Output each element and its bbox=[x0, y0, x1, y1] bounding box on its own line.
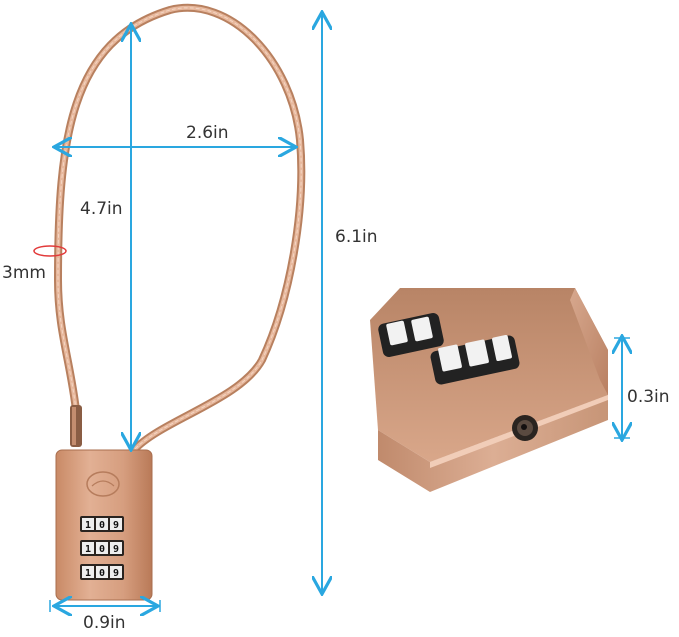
dial-digit: 0 bbox=[99, 568, 105, 579]
logo-emblem bbox=[86, 471, 120, 497]
label-cable-diameter: 3mm bbox=[2, 263, 46, 283]
dial-digit-cell bbox=[110, 542, 122, 554]
dial-digit-cell bbox=[82, 566, 94, 578]
dimension-arrows bbox=[49, 14, 630, 612]
keyhole-icon bbox=[512, 415, 538, 441]
label-total-height: 6.1in bbox=[335, 227, 378, 247]
label-detail-thickness: 0.3in bbox=[627, 387, 670, 407]
dial-digit-cell bbox=[96, 566, 108, 578]
dial-digit: 1 bbox=[85, 520, 91, 531]
dial-digit: 0 bbox=[99, 520, 105, 531]
label-body-width: 0.9in bbox=[83, 613, 126, 633]
detail-dial-left bbox=[378, 313, 444, 357]
dial-digit: 9 bbox=[113, 520, 119, 531]
dial-digit: 1 bbox=[85, 568, 91, 579]
steel-cable bbox=[53, 3, 306, 454]
lock-detail-closeup bbox=[370, 288, 608, 492]
label-cable-width: 2.6in bbox=[186, 123, 229, 143]
detail-dial-right bbox=[430, 334, 520, 385]
dial-digit-cell bbox=[82, 518, 94, 530]
dial-digit-cell bbox=[96, 542, 108, 554]
dial-digit: 1 bbox=[85, 544, 91, 555]
dial-digit: 9 bbox=[113, 544, 119, 555]
dial-digit-cell bbox=[96, 518, 108, 530]
dial-digit: 0 bbox=[99, 544, 105, 555]
label-cable-height: 4.7in bbox=[80, 199, 123, 219]
dial-digit-cell bbox=[110, 566, 122, 578]
dial-digit: 9 bbox=[113, 568, 119, 579]
dial-digit-cell bbox=[110, 518, 122, 530]
dial-digit-cell bbox=[82, 542, 94, 554]
diameter-marker bbox=[33, 245, 67, 257]
